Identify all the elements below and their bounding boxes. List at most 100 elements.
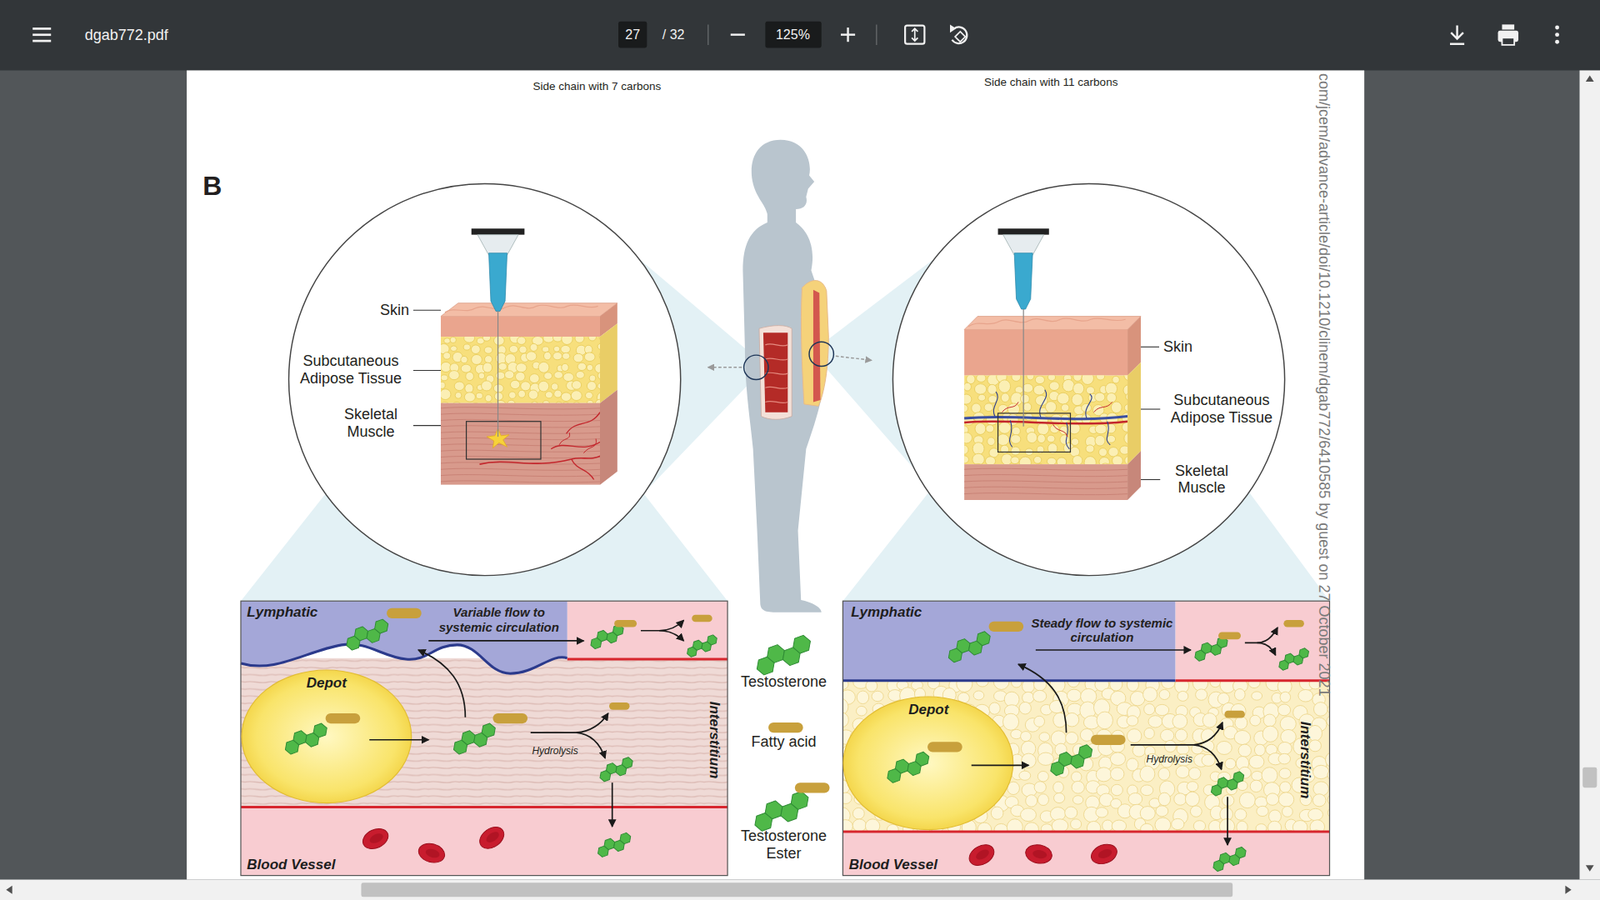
fat-cell [1261, 767, 1278, 784]
fat-cell [973, 690, 985, 700]
fat-cell [1280, 729, 1297, 744]
muscle-cutout [759, 325, 792, 420]
red-blood-cell [475, 822, 509, 853]
fat-cell [598, 371, 600, 380]
fat-cell-group [842, 681, 1330, 832]
fat-cell [1095, 435, 1105, 446]
fat-cell [552, 352, 562, 360]
flow-arrow [659, 630, 684, 641]
needle [497, 310, 499, 437]
fat-cell [964, 432, 972, 444]
region-label: Lymphatic [246, 604, 318, 621]
fat-cell [485, 395, 492, 403]
fat-cell [1047, 375, 1055, 381]
download-icon [1450, 25, 1465, 45]
horizontal-scrollbar [0, 880, 1600, 900]
fat-cell [465, 384, 474, 394]
figure-caption: Side chain with 11 carbons [984, 75, 1118, 90]
fat-cell [1046, 457, 1056, 465]
fat-cell [586, 364, 594, 371]
region-label: Interstitium [1296, 721, 1314, 800]
fat-cell [1086, 820, 1100, 832]
zoom-circle [289, 183, 681, 575]
fat-cell [1096, 375, 1105, 380]
fat-cell [1125, 455, 1128, 465]
fat-cell [998, 421, 1011, 434]
flow-label: Steady flow to systemic circulation [1027, 615, 1176, 645]
cell-body [965, 840, 999, 870]
flow-arrow [369, 739, 429, 741]
tissue-label: Skeletal Muscle [1163, 462, 1240, 497]
zoom-frame [998, 413, 1071, 453]
fat-cell [1056, 392, 1070, 405]
testosterone-molecule [1208, 770, 1248, 797]
fat-cell [1011, 375, 1021, 382]
scrollbar-thumb [1582, 767, 1597, 788]
legend-ester [749, 790, 814, 833]
fat-cell [494, 336, 505, 345]
muscle-fibre [964, 468, 1128, 470]
fat-cell [1256, 805, 1269, 816]
fat-cell [993, 681, 1010, 690]
fat-cell [1112, 455, 1124, 465]
tissue-label: Subcutaneous Adipose Tissue [292, 353, 410, 388]
steroid-ring [788, 790, 811, 811]
fat-cell [1112, 375, 1120, 384]
fat-cell [465, 371, 475, 380]
region-label: Depot [908, 701, 949, 719]
fat-cell [586, 381, 596, 391]
systemic-circulation [1175, 600, 1330, 681]
vessel-wall [567, 657, 728, 660]
fat-cell [985, 425, 995, 433]
syringe-funnel [1003, 235, 1045, 255]
skin-texture [968, 318, 1126, 327]
red-blood-cell [360, 825, 392, 853]
fat-cell [1049, 381, 1060, 391]
fat-cell [1172, 714, 1188, 729]
skin-top [440, 303, 618, 317]
region-label: Interstitium [705, 700, 723, 779]
fat-cell [1249, 755, 1265, 769]
fat-cell [1143, 687, 1158, 702]
fat-cell [1186, 781, 1199, 792]
region-label: Depot [306, 675, 347, 693]
more-icon-dot [1555, 32, 1560, 37]
fat-cell [1106, 393, 1117, 403]
syringe-barrel [489, 253, 508, 312]
fat-cell [852, 819, 866, 832]
file-name: dgab772.pdf [85, 25, 169, 44]
fatty-acid-bar [1218, 632, 1241, 640]
systemic-circulation [567, 600, 728, 660]
scroll-left-arrow [5, 885, 12, 895]
fat-cell [1278, 792, 1294, 807]
fat-cell [1073, 382, 1085, 395]
fat-cell [510, 380, 520, 389]
fat-cell [1124, 432, 1128, 444]
fat-cell [978, 394, 986, 401]
legend-testosterone [751, 633, 816, 676]
fat-cell [1073, 375, 1083, 382]
fat-cell [544, 372, 553, 380]
flow-label: Variable flow to systemic circulation [425, 605, 574, 635]
fat-cell [1034, 681, 1047, 691]
fat-cell [1037, 770, 1049, 781]
fat-cell [1095, 424, 1107, 435]
fat-cell [464, 392, 475, 402]
region-label: Blood Vessel [246, 857, 335, 875]
cell-body [475, 822, 509, 853]
fat-cell [1171, 818, 1185, 830]
fat-cell [455, 391, 462, 399]
skin-top [964, 316, 1141, 330]
fat-cell [852, 807, 865, 820]
fat-cell [484, 346, 493, 354]
fat-cell [1020, 394, 1030, 404]
fat-cell [562, 352, 570, 360]
menu-icon-bar [32, 40, 51, 43]
fatty-acid-bar [1224, 710, 1245, 719]
red-blood-cell [1024, 842, 1054, 865]
fat-cell [464, 336, 475, 343]
flow-arrow [1226, 796, 1229, 845]
fat-cell [585, 391, 593, 399]
depot-ellipse: Depot [842, 695, 1015, 831]
